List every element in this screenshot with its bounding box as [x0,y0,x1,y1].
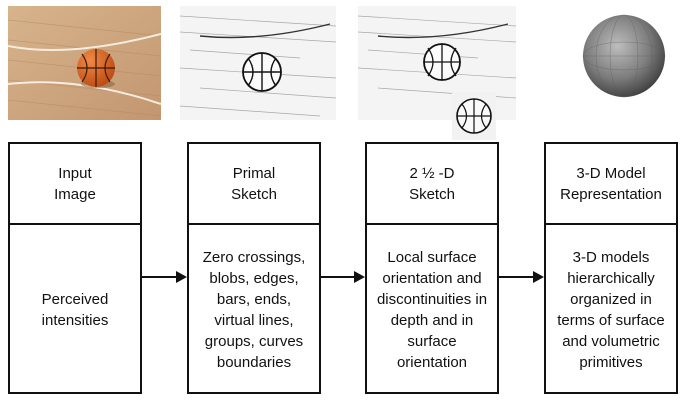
primal-sketch-image [180,6,336,120]
stage-primal-sketch: Primal Sketch Zero crossings, blobs, edg… [187,142,321,394]
stage-description-cell: 3-D models hierarchically organized in t… [546,225,676,394]
stage-description-cell: Zero crossings, blobs, edges, bars, ends… [189,225,319,394]
stage-description-cell: Perceived intensities [10,225,140,394]
photo-basketball-on-court [8,6,161,120]
flow-arrow-2 [321,271,365,283]
stage-two-and-half-d-sketch: 2 ½ -D Sketch Local surface orientation … [365,142,499,394]
stage-title: Input Image [54,163,96,205]
stage-three-d-model: 3-D Model Representation 3-D models hier… [544,142,678,394]
stage-title: 3-D Model Representation [560,163,662,205]
stage-description: Zero crossings, blobs, edges, bars, ends… [203,247,306,373]
stage-input-image: Input Image Perceived intensities [8,142,142,394]
flow-arrow-1 [142,271,187,283]
stage-description: Perceived intensities [42,289,109,331]
stage-title-cell: Primal Sketch [189,144,319,225]
stage-title: Primal Sketch [231,163,277,205]
stage-title: 2 ½ -D Sketch [409,163,455,205]
three-d-sphere-model-image [578,4,670,106]
stage-description: Local surface orientation and discontinu… [377,247,487,373]
stage-title-cell: Input Image [10,144,140,225]
stage-title-cell: 3-D Model Representation [546,144,676,225]
stage-description-cell: Local surface orientation and discontinu… [367,225,497,394]
stage-title-cell: 2 ½ -D Sketch [367,144,497,225]
stage-description: 3-D models hierarchically organized in t… [557,247,665,373]
surface-orientation-inset-image [452,92,496,140]
flow-arrow-3 [499,271,544,283]
